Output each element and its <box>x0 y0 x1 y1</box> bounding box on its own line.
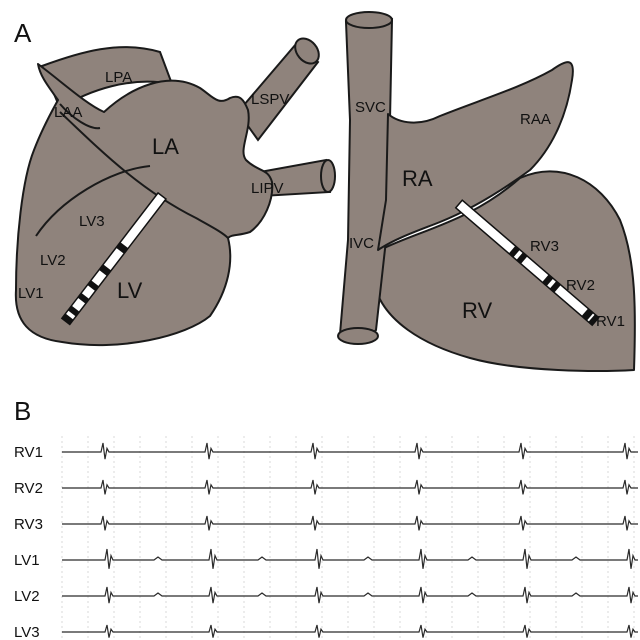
panel-a-letter: A <box>14 18 32 48</box>
trace-lv2 <box>62 587 638 603</box>
label-lv: LV <box>117 278 143 303</box>
label-rv1: RV1 <box>596 313 625 330</box>
label-ivc: IVC <box>349 235 374 252</box>
label-lspv: LSPV <box>251 91 289 108</box>
label-ra: RA <box>402 166 433 191</box>
panel-b-letter: B <box>14 396 31 426</box>
trace-rv2 <box>62 480 638 494</box>
label-lv3: LV3 <box>79 213 105 230</box>
channel-label-lv1: LV1 <box>14 552 40 569</box>
label-la: LA <box>152 134 179 159</box>
channel-label-rv1: RV1 <box>14 444 43 461</box>
label-rv2: RV2 <box>566 277 595 294</box>
channel-label-rv3: RV3 <box>14 516 43 533</box>
label-lpa: LPA <box>105 69 132 86</box>
trace-lv1 <box>62 549 638 569</box>
svc-opening <box>346 12 392 28</box>
channel-label-lv3: LV3 <box>14 624 40 640</box>
lipv-opening <box>321 160 335 192</box>
label-lipv: LIPV <box>251 180 284 197</box>
trace-rv1 <box>62 443 638 459</box>
label-svc: SVC <box>355 99 386 116</box>
label-lv1: LV1 <box>18 285 44 302</box>
left-heart-diagram <box>16 34 335 345</box>
ecg-grid <box>62 436 634 640</box>
label-raa: RAA <box>520 111 551 128</box>
label-rv: RV <box>462 298 492 323</box>
label-rv3: RV3 <box>530 238 559 255</box>
label-lv2: LV2 <box>40 252 66 269</box>
ivc-opening <box>338 328 378 344</box>
label-laa: LAA <box>54 104 82 121</box>
channel-label-lv2: LV2 <box>14 588 40 605</box>
trace-rv3 <box>62 516 638 530</box>
channel-label-rv2: RV2 <box>14 480 43 497</box>
trace-lv3 <box>62 625 638 638</box>
